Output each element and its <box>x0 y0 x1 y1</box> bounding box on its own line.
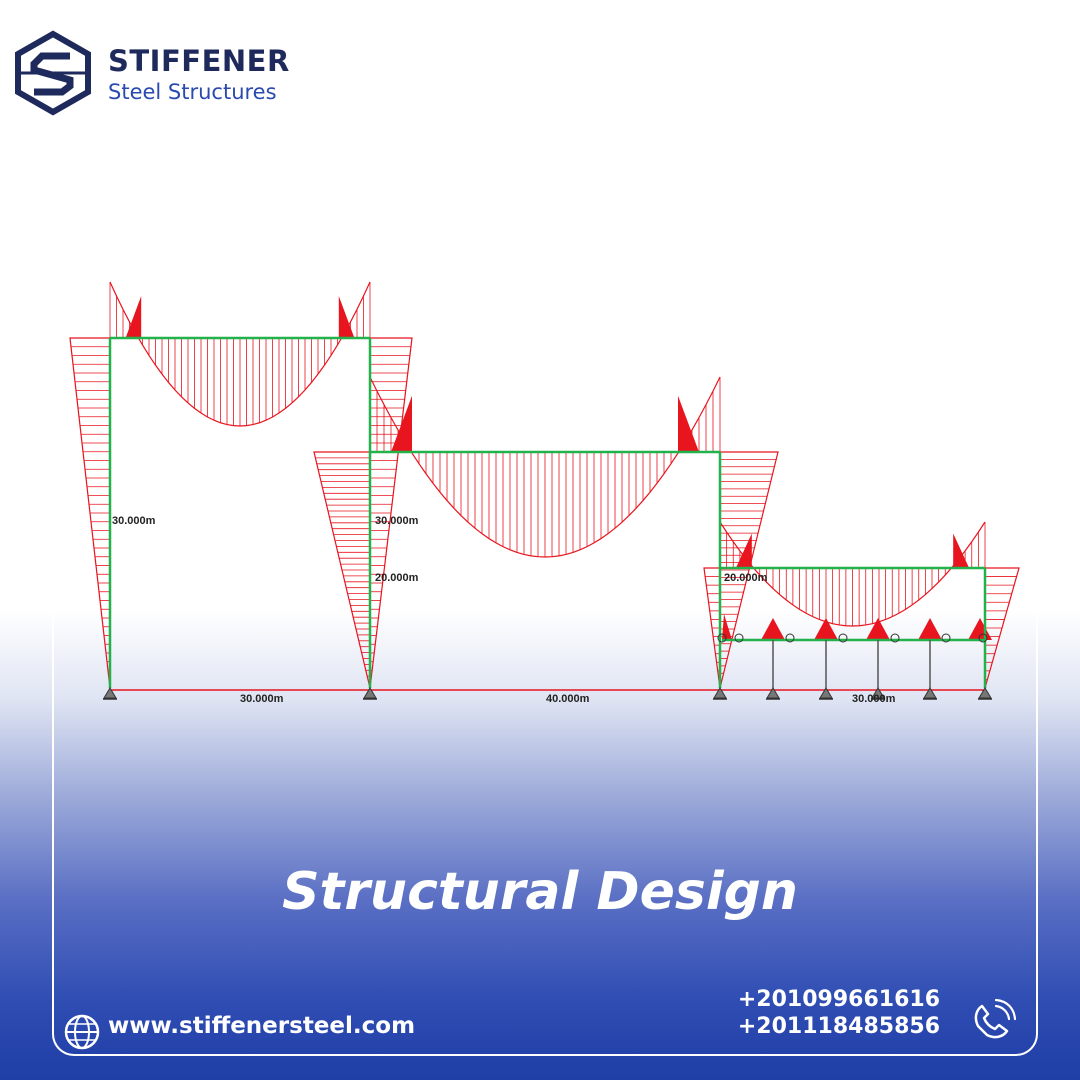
brand-tagline: Steel Structures <box>108 80 277 104</box>
beam-3-fill-left <box>735 533 752 568</box>
phone-numbers: +201099661616 +201118485856 <box>700 986 940 1040</box>
beam-2-fill-right <box>678 395 699 452</box>
span-label-3: 30.000m <box>852 693 896 705</box>
frame-members <box>108 336 987 688</box>
col-6-outline <box>984 567 1020 689</box>
column-height-label-3: 20.000m <box>375 572 419 584</box>
website-link[interactable]: www.stiffenersteel.com <box>108 1013 416 1039</box>
hinge-2 <box>734 633 744 643</box>
col-2-outline <box>369 337 413 689</box>
globe-icon <box>64 1014 100 1050</box>
phone-icon <box>974 998 1017 1039</box>
brand-name: STIFFENER <box>108 44 290 78</box>
hinge-7 <box>978 633 988 643</box>
beam-3-fill-right <box>953 533 970 568</box>
phone-number-1[interactable]: +201099661616 <box>737 987 940 1012</box>
col-1-outline <box>69 337 111 689</box>
pier-moment-1 <box>761 618 785 640</box>
hinge-4 <box>838 633 848 643</box>
column-height-label-2: 30.000m <box>375 515 419 527</box>
column-height-label-4: 20.000m <box>724 572 768 584</box>
beam-1-fill-left <box>125 296 142 338</box>
beam-3-outline <box>719 521 986 627</box>
beam-1-fill-right <box>338 296 355 338</box>
support-5 <box>819 687 833 699</box>
hinge-5 <box>890 633 900 643</box>
hinge-6 <box>941 633 951 643</box>
col-5-outline <box>703 567 721 689</box>
pier-moment-2 <box>814 618 838 640</box>
stiffener-logo-icon <box>15 30 91 116</box>
support-7 <box>923 687 937 699</box>
support-2 <box>363 687 377 699</box>
support-1 <box>103 687 117 699</box>
support-4 <box>766 687 780 699</box>
span-label-1: 30.000m <box>240 693 284 705</box>
support-3 <box>713 687 727 699</box>
col-4-outline <box>719 451 779 689</box>
content-frame <box>52 610 1038 1056</box>
pier-moment-4 <box>918 618 942 640</box>
moment-outlines <box>69 281 1020 691</box>
phone-number-2[interactable]: +201118485856 <box>737 1014 940 1039</box>
beam-1-outline <box>109 281 371 427</box>
hinge-3 <box>785 633 795 643</box>
pier-moment-3 <box>866 618 890 640</box>
pier-moment-left <box>722 614 732 640</box>
col-3-outline <box>313 451 371 689</box>
span-label-2: 40.000m <box>546 693 590 705</box>
supports <box>103 633 992 700</box>
column-height-label-1: 30.000m <box>112 515 156 527</box>
support-8 <box>978 687 992 699</box>
hinge-1 <box>717 633 727 643</box>
beam-2-outline <box>369 376 721 558</box>
headline: Structural Design <box>282 862 798 922</box>
support-6 <box>871 687 885 699</box>
